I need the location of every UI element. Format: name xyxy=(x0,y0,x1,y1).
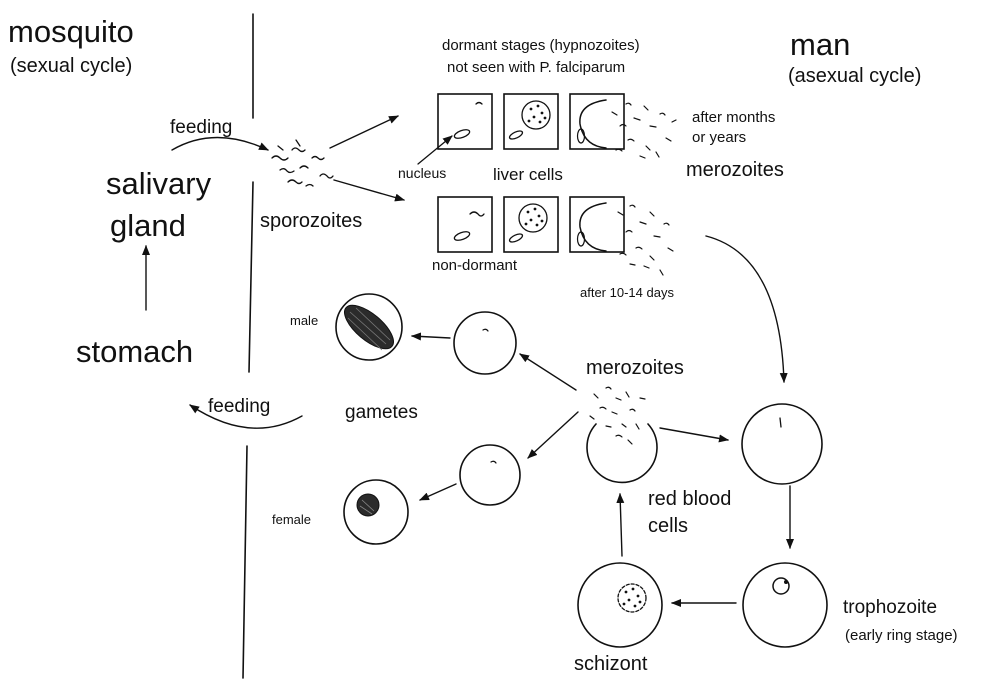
arrow-merozoites-to-female xyxy=(528,412,578,458)
male-label: male xyxy=(290,313,318,328)
or-years-label: or years xyxy=(692,129,746,146)
sporozoites-cluster-icon xyxy=(272,140,333,186)
arrow-merozoites-to-rbc xyxy=(660,428,728,440)
gametes-label: gametes xyxy=(345,402,418,423)
red-blood-label: red blood xyxy=(648,488,731,510)
arrow-to-female-gamete xyxy=(420,484,456,500)
liver-cells-label: liver cells xyxy=(493,165,563,184)
trophozoite-label: trophozoite xyxy=(843,597,937,618)
liver-cell-nondormant-1 xyxy=(438,197,492,252)
merozoites-blood-label: merozoites xyxy=(586,357,684,379)
female-gamete-cell xyxy=(344,480,408,544)
mosquito-heading: mosquito xyxy=(8,14,134,49)
female-label: female xyxy=(272,512,311,527)
arrow-merozoites-to-male xyxy=(520,354,576,390)
male-gametocyte-cell xyxy=(454,312,516,374)
arrow-schizont-to-merozoites xyxy=(620,494,622,556)
merozoites-liver-label: merozoites xyxy=(686,159,784,181)
arrow-to-dormant xyxy=(330,116,398,148)
cells-label: cells xyxy=(648,515,688,537)
man-heading: man xyxy=(790,27,850,62)
mosquito-subheading: (sexual cycle) xyxy=(10,55,132,77)
early-ring-label: (early ring stage) xyxy=(845,627,958,644)
gland-label: gland xyxy=(110,208,186,243)
arrow-to-non-dormant xyxy=(334,180,404,200)
man-subheading: (asexual cycle) xyxy=(788,65,921,87)
stomach-label: stomach xyxy=(76,334,193,369)
after-months-label: after months xyxy=(692,109,775,126)
not-falciparum-label: not seen with P. falciparum xyxy=(447,59,625,76)
nucleus-label: nucleus xyxy=(398,165,446,181)
after-days-label: after 10-14 days xyxy=(580,285,674,300)
female-gametocyte-cell xyxy=(460,445,520,505)
male-gamete-cell xyxy=(336,294,402,360)
merozoites-released-nondormant-icon xyxy=(618,205,673,275)
schizont-label: schizont xyxy=(574,653,648,675)
feeding-arrow-top xyxy=(172,138,268,151)
non-dormant-label: non-dormant xyxy=(432,257,518,274)
liver-cell-nondormant-3 xyxy=(570,197,624,252)
host-divider-line xyxy=(243,14,253,678)
infected-red-blood-cell xyxy=(742,404,822,484)
salivary-label: salivary xyxy=(106,166,212,201)
sporozoites-label: sporozoites xyxy=(260,210,362,232)
merozoites-blood-cluster-icon xyxy=(590,387,645,444)
arrow-to-red-blood-cell xyxy=(706,236,784,382)
schizont-cell xyxy=(578,563,662,647)
liver-cell-dormant-2 xyxy=(504,94,558,149)
feeding-label-top: feeding xyxy=(170,117,232,138)
dormant-stages-label: dormant stages (hypnozoites) xyxy=(442,37,640,54)
liver-cell-dormant-3 xyxy=(570,94,624,149)
trophozoite-cell xyxy=(743,563,827,647)
ruptured-red-blood-cell xyxy=(587,424,657,482)
feeding-label-bottom: feeding xyxy=(208,396,270,417)
liver-cell-nondormant-2 xyxy=(504,197,558,252)
nucleus-pointer-arrow xyxy=(418,136,452,164)
arrow-to-male-gamete xyxy=(412,336,450,338)
